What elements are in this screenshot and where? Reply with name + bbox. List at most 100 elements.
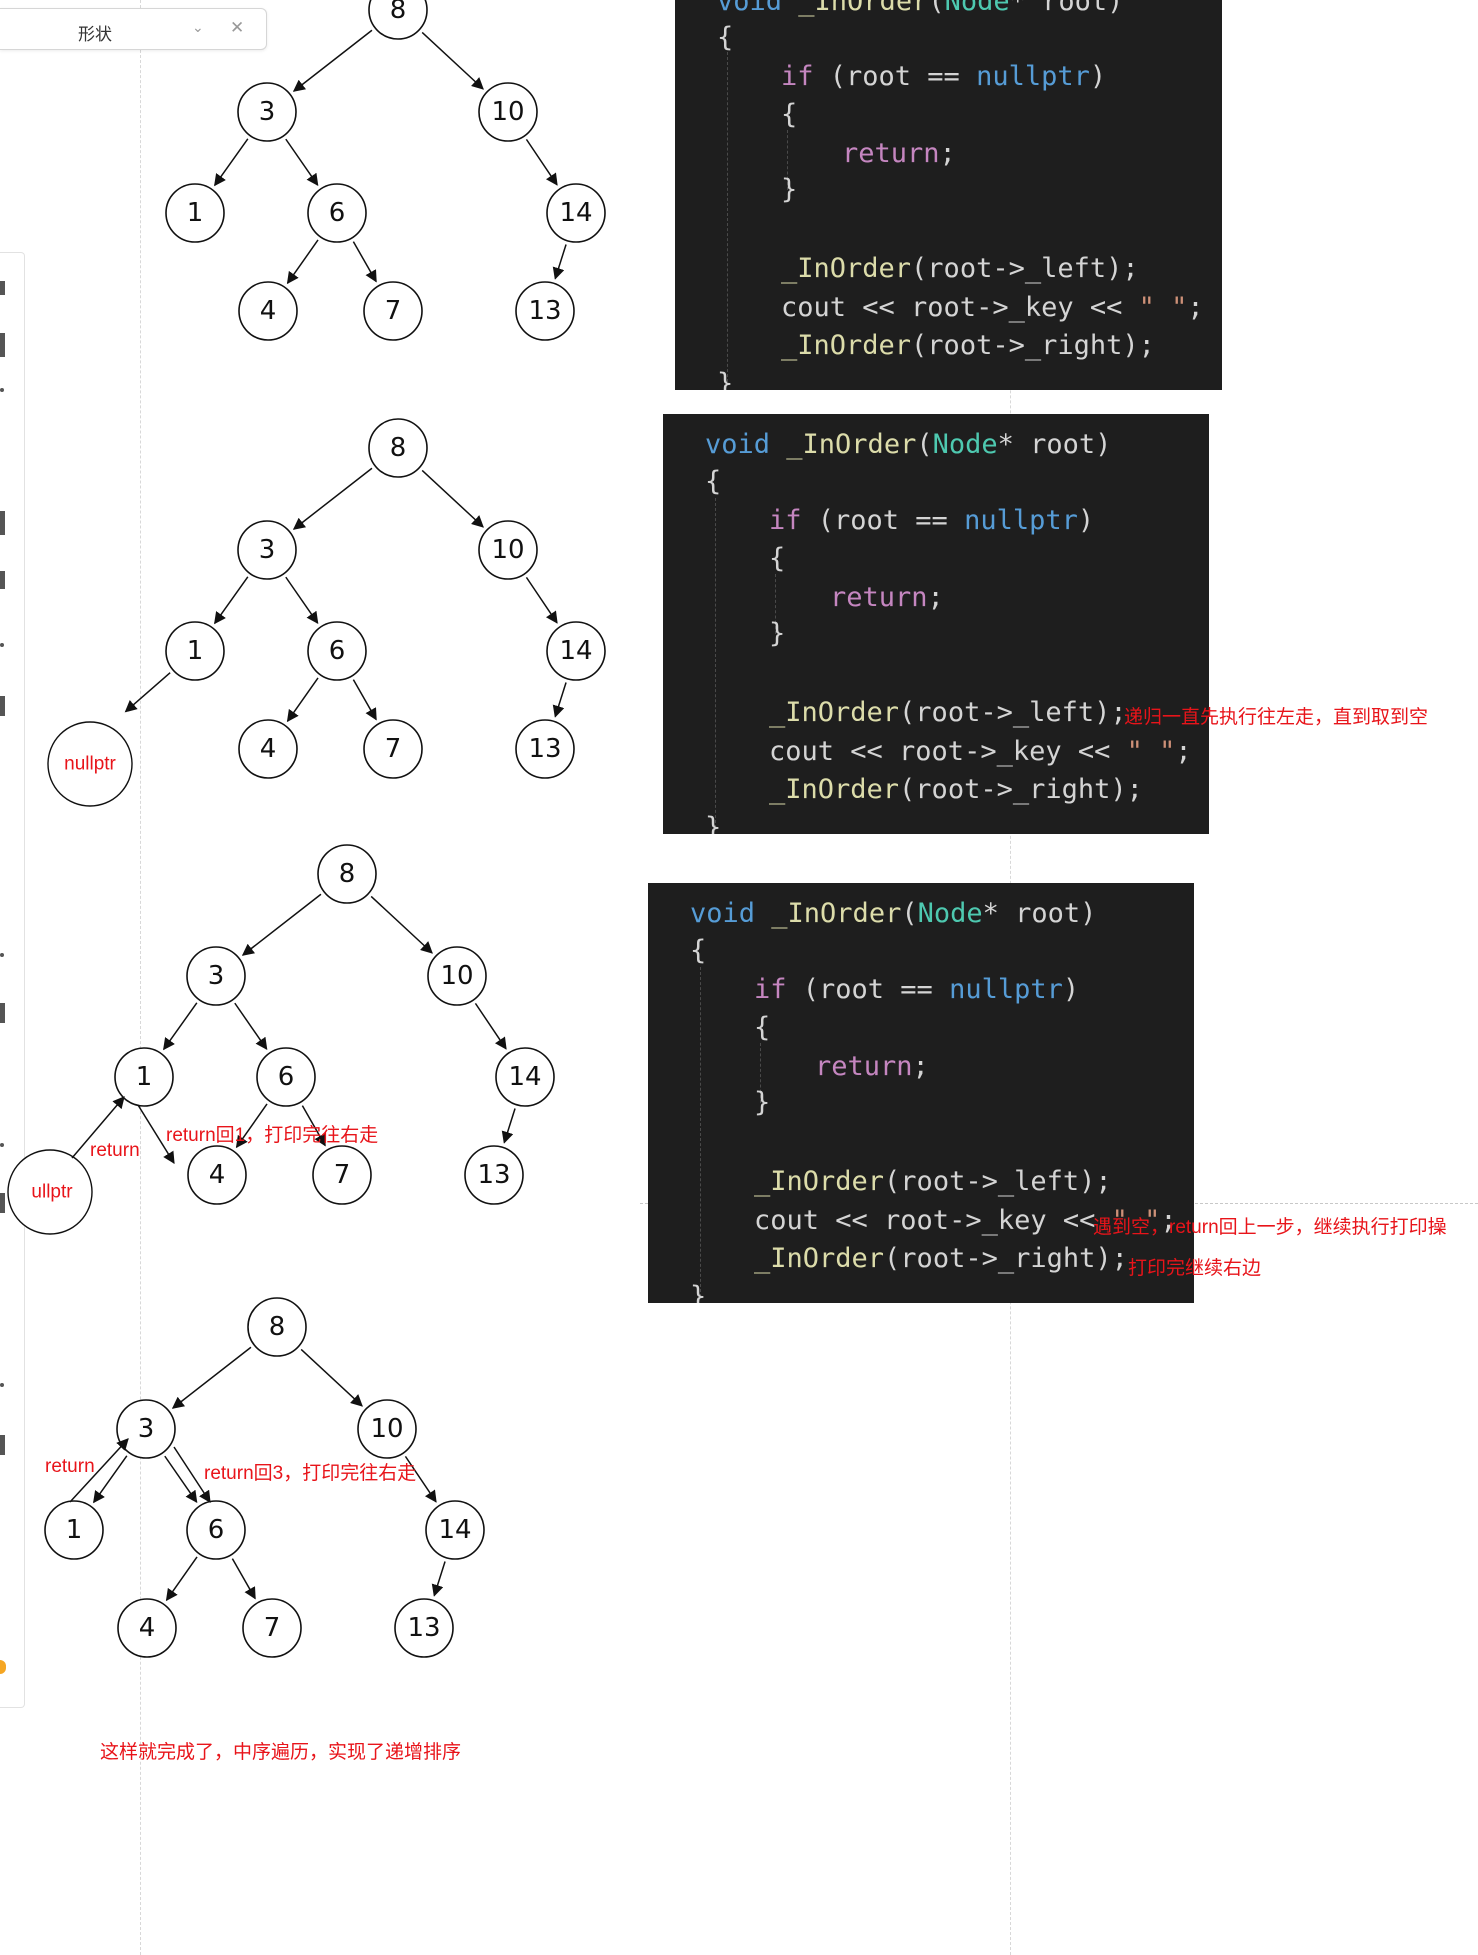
tree-edge bbox=[214, 138, 249, 187]
tree-node-label: 13 bbox=[528, 296, 561, 326]
tree-edge bbox=[552, 244, 567, 280]
tree-node-label: 1 bbox=[187, 198, 204, 228]
tree-edge bbox=[93, 1455, 128, 1504]
tree-node-circle bbox=[478, 82, 538, 142]
tree-edge bbox=[235, 1103, 268, 1149]
indent-guide bbox=[787, 130, 788, 190]
tree-node: 3 bbox=[237, 82, 297, 142]
toolbar-highlight[interactable] bbox=[0, 1660, 6, 1674]
tree-node-circle bbox=[464, 1145, 524, 1205]
left-toolbar[interactable] bbox=[0, 252, 25, 1708]
chevron-down-icon[interactable]: ⌄ bbox=[192, 19, 204, 35]
tree-node-label: 3 bbox=[208, 961, 225, 991]
code-line: { bbox=[754, 1012, 771, 1043]
annotation-print-right: 打印完继续右边 bbox=[1128, 1258, 1262, 1279]
toolbar-mark[interactable] bbox=[0, 333, 5, 357]
tree-node-label: 1 bbox=[66, 1515, 83, 1545]
tree-node-label: 6 bbox=[329, 198, 346, 228]
indent-guide bbox=[700, 967, 701, 1297]
tree-edge bbox=[285, 138, 319, 187]
toolbar-mark[interactable] bbox=[0, 1435, 5, 1455]
tree-node-circle bbox=[394, 1598, 454, 1658]
toolbar-mark[interactable] bbox=[0, 1193, 5, 1213]
toolbar-dot[interactable] bbox=[0, 388, 4, 392]
toolbar-dot[interactable] bbox=[0, 1383, 4, 1387]
code-line: { bbox=[705, 466, 722, 497]
tree-node: 13 bbox=[515, 281, 575, 341]
tree-edge bbox=[525, 138, 558, 186]
tree-node-label: 3 bbox=[259, 97, 276, 127]
code-line: } bbox=[705, 812, 722, 834]
toolbar-mark[interactable] bbox=[0, 511, 5, 535]
tree-node-circle bbox=[238, 719, 298, 779]
tree-node-label: 4 bbox=[139, 1613, 156, 1643]
tree-node-label: 6 bbox=[278, 1062, 295, 1092]
toolbar-mark[interactable] bbox=[0, 696, 5, 716]
code-line: cout << root->_key << " "; bbox=[754, 1205, 1177, 1236]
tree-node-circle bbox=[186, 946, 246, 1006]
tree-edge bbox=[286, 239, 319, 285]
code-line: } bbox=[754, 1087, 771, 1118]
code-line: _InOrder(root->_left); bbox=[754, 1166, 1112, 1197]
tree-node-circle bbox=[256, 1047, 316, 1107]
code-line: if (root == nullptr) bbox=[769, 505, 1095, 536]
toolbar-dot[interactable] bbox=[0, 643, 4, 647]
shape-panel[interactable]: 形状 ⌄ ✕ bbox=[0, 8, 267, 50]
code-line: { bbox=[690, 935, 707, 966]
tree-node-label: 6 bbox=[208, 1515, 225, 1545]
tree-node-circle bbox=[165, 621, 225, 681]
tree-node: 10 bbox=[357, 1399, 417, 1459]
shape-panel-title: 形状 bbox=[78, 25, 112, 44]
nullptr-node: ullptr bbox=[7, 1149, 93, 1235]
tree-edge bbox=[231, 1558, 256, 1600]
close-icon[interactable]: ✕ bbox=[230, 18, 245, 37]
tree-node-label: 4 bbox=[260, 734, 277, 764]
tree-node: 1 bbox=[165, 183, 225, 243]
tree-edge bbox=[165, 1556, 198, 1602]
tree-node-label: 7 bbox=[334, 1160, 351, 1190]
tree-node-circle bbox=[165, 183, 225, 243]
tree-node: 14 bbox=[546, 183, 606, 243]
tree-edge bbox=[164, 1455, 198, 1504]
tree-edge bbox=[234, 1002, 268, 1051]
nullptr-circle bbox=[47, 721, 133, 807]
tree-node-label: 8 bbox=[390, 433, 407, 463]
toolbar-mark[interactable] bbox=[0, 281, 5, 295]
code-line: { bbox=[769, 543, 786, 574]
tree-edge bbox=[421, 469, 484, 528]
tree-node-label: 3 bbox=[259, 535, 276, 565]
tree-node-circle bbox=[307, 621, 367, 681]
tree-edge bbox=[163, 1002, 198, 1051]
tree-edge bbox=[300, 1348, 363, 1407]
return-arrow bbox=[71, 1096, 125, 1159]
toolbar-mark[interactable] bbox=[0, 1003, 5, 1023]
tree-node-label: 13 bbox=[407, 1613, 440, 1643]
tree-node-circle bbox=[116, 1399, 176, 1459]
return-to-3-label: return回3，打印完往右走 bbox=[204, 1462, 416, 1484]
code-line: } bbox=[717, 368, 734, 390]
code-line: return; bbox=[815, 1051, 929, 1082]
tree-node: 13 bbox=[515, 719, 575, 779]
toolbar-mark[interactable] bbox=[0, 571, 5, 589]
tree-edge bbox=[214, 576, 249, 625]
tree-node-label: 8 bbox=[339, 859, 356, 889]
tree-edge bbox=[241, 893, 322, 956]
tree-node: 6 bbox=[256, 1047, 316, 1107]
return-label: return bbox=[45, 1456, 95, 1477]
toolbar-dot[interactable] bbox=[0, 1143, 4, 1147]
code-line: return; bbox=[842, 138, 956, 169]
tree-node: 1 bbox=[44, 1500, 104, 1560]
tree-node: 7 bbox=[363, 719, 423, 779]
toolbar-dot[interactable] bbox=[0, 953, 4, 957]
indent-guide bbox=[775, 574, 776, 634]
tree-edge bbox=[552, 682, 567, 718]
tree-edge bbox=[292, 467, 373, 530]
tree-node-label: 10 bbox=[491, 535, 524, 565]
tree-node: 10 bbox=[478, 520, 538, 580]
code-block-2: void _InOrder(Node* root) { if (root == … bbox=[663, 414, 1209, 834]
tree-node-circle bbox=[186, 1500, 246, 1560]
tree-node-circle bbox=[357, 1399, 417, 1459]
code-line: cout << root->_key << " "; bbox=[781, 292, 1204, 323]
tree-node: 8 bbox=[317, 844, 377, 904]
tree-node-circle bbox=[515, 281, 575, 341]
